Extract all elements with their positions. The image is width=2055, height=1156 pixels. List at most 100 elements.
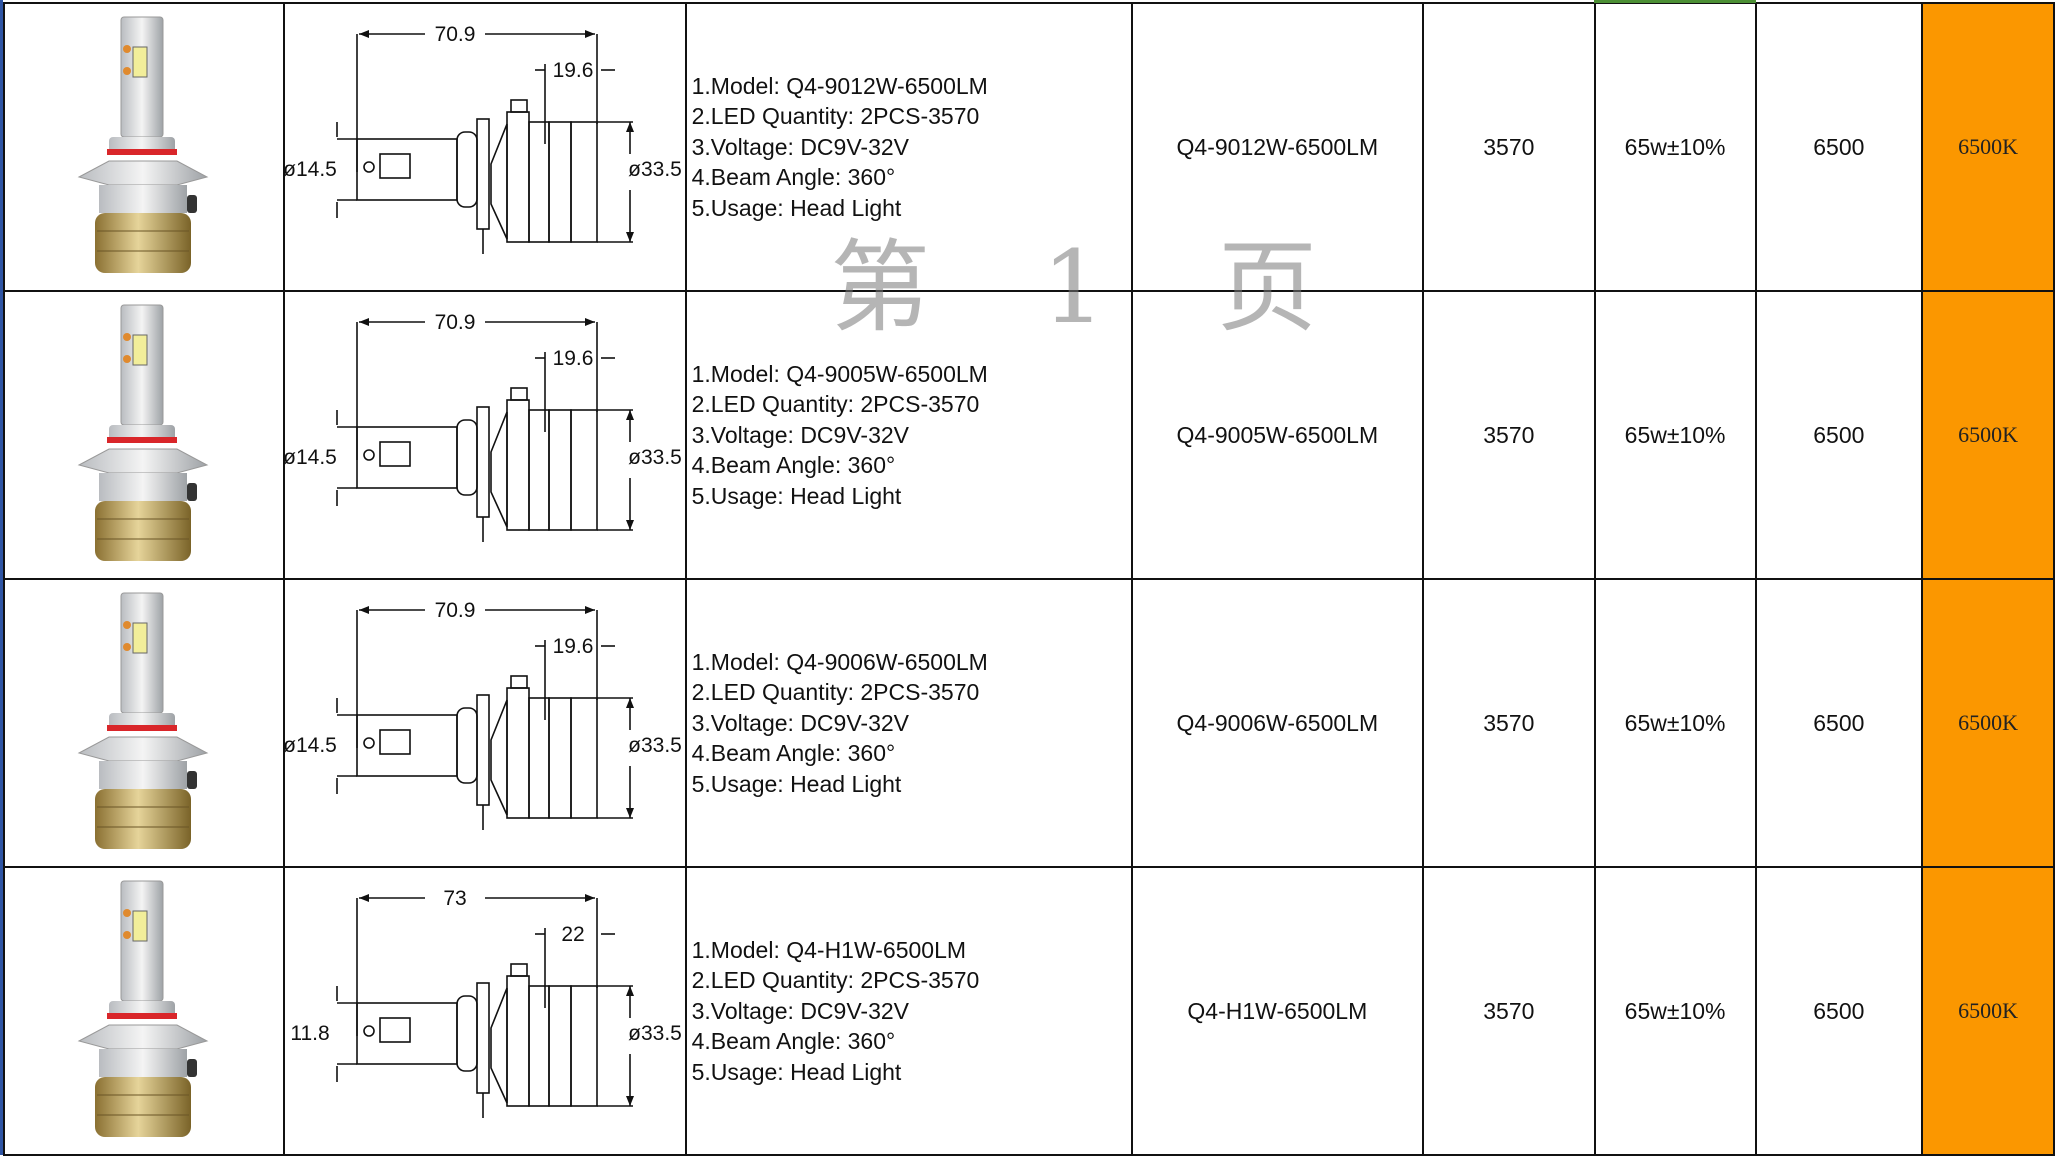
color-temp-cell[interactable]: 6500K [1921,290,2055,580]
model-value: Q4-H1W-6500LM [1187,997,1368,1024]
spec-line: 3.Voltage: DC9V-32V [691,133,909,160]
spec-line: 1.Model: Q4-9012W-6500LM [691,72,988,99]
spec-line: 5.Usage: Head Light [691,194,902,221]
lumen-value: 6500 [1813,709,1865,736]
spec-line: 4.Beam Angle: 360° [691,740,896,767]
power-cell[interactable]: 65w±10% [1593,2,1757,292]
length-dimension: 70.9 [434,23,475,46]
product-table: 70.9 19.6 ø14.5 ø33.5 1.Model: Q4-9012W-… [3,2,2055,1156]
cell-selection-indicator [1594,0,1756,3]
spec-line: 4.Beam Angle: 360° [691,1028,896,1055]
dimension-drawing: 70.9 19.6 ø14.5 ø33.5 [283,23,682,254]
spec-line: 3.Voltage: DC9V-32V [691,421,909,448]
product-photo-cell[interactable] [3,866,285,1156]
model-cell[interactable]: Q4-9006W-6500LM [1130,578,1425,868]
spec-list-cell[interactable]: 1.Model: Q4-9012W-6500LM 2.LED Quantity: … [684,2,1133,292]
head-length-dimension: 19.6 [552,59,593,82]
dimension-drawing-cell[interactable]: 70.9 19.6 ø14.5 ø33.5 [282,290,687,580]
color-temp-cell[interactable]: 6500K [1921,578,2055,868]
led-value: 3570 [1483,133,1535,160]
spec-line: 2.LED Quantity: 2PCS-3570 [691,391,980,418]
table-row: 70.9 19.6 ø14.5 ø33.5 1.Model: Q4-9006W-… [3,578,2055,868]
led-bulb-photo [77,304,209,561]
spec-line: 4.Beam Angle: 360° [691,452,896,479]
spec-line: 3.Voltage: DC9V-32V [691,997,909,1024]
table-row: 70.9 19.6 ø14.5 ø33.5 1.Model: Q4-9005W-… [3,290,2055,580]
product-photo-cell[interactable] [3,578,285,868]
led-cell[interactable]: 3570 [1422,578,1596,868]
head-length-dimension: 22 [561,923,584,946]
small-diameter-dimension: ø14.5 [285,446,337,469]
model-cell[interactable]: Q4-9005W-6500LM [1130,290,1425,580]
lumen-cell[interactable]: 6500 [1754,2,1924,292]
spec-line: 4.Beam Angle: 360° [691,164,896,191]
big-diameter-dimension: ø33.5 [628,158,682,181]
spec-line: 1.Model: Q4-9005W-6500LM [691,360,988,387]
led-bulb-photo [77,592,209,849]
big-diameter-dimension: ø33.5 [628,446,682,469]
spec-line: 1.Model: Q4-9006W-6500LM [691,648,988,675]
spec-list-cell[interactable]: 1.Model: Q4-9006W-6500LM 2.LED Quantity: … [684,578,1133,868]
lumen-cell[interactable]: 6500 [1754,290,1924,580]
led-bulb-photo [77,880,209,1137]
big-diameter-dimension: ø33.5 [628,1022,682,1045]
led-cell[interactable]: 3570 [1422,2,1596,292]
model-cell[interactable]: Q4-H1W-6500LM [1130,866,1425,1156]
color-temp-cell[interactable]: 6500K [1921,866,2055,1156]
power-cell[interactable]: 65w±10% [1593,578,1757,868]
big-diameter-dimension: ø33.5 [628,734,682,757]
color-temp-cell[interactable]: 6500K [1921,2,2055,292]
dimension-drawing: 73 22 11.8 ø33.5 [290,887,682,1118]
color-temp-value: 6500K [1958,134,2019,159]
spec-list-cell[interactable]: 1.Model: Q4-H1W-6500LM 2.LED Quantity: 2P… [684,866,1133,1156]
power-value: 65w±10% [1624,421,1726,448]
table-row: 70.9 19.6 ø14.5 ø33.5 1.Model: Q4-9012W-… [3,2,2055,292]
led-cell[interactable]: 3570 [1422,290,1596,580]
color-temp-value: 6500K [1958,710,2019,735]
power-cell[interactable]: 65w±10% [1593,290,1757,580]
spec-line: 2.LED Quantity: 2PCS-3570 [691,103,980,130]
spec-line: 5.Usage: Head Light [691,482,902,509]
led-value: 3570 [1483,709,1535,736]
length-dimension: 70.9 [434,599,475,622]
dimension-drawing-cell[interactable]: 73 22 11.8 ø33.5 [282,866,687,1156]
length-dimension: 73 [443,887,466,910]
power-value: 65w±10% [1624,133,1726,160]
lumen-value: 6500 [1813,421,1865,448]
spec-list-cell[interactable]: 1.Model: Q4-9005W-6500LM 2.LED Quantity: … [684,290,1133,580]
dimension-drawing: 70.9 19.6 ø14.5 ø33.5 [283,311,682,542]
small-diameter-dimension: 11.8 [290,1022,329,1045]
spec-line: 5.Usage: Head Light [691,1058,902,1085]
model-cell[interactable]: Q4-9012W-6500LM [1130,2,1425,292]
led-cell[interactable]: 3570 [1422,866,1596,1156]
color-temp-value: 6500K [1958,998,2019,1023]
color-temp-value: 6500K [1958,422,2019,447]
lumen-cell[interactable]: 6500 [1754,578,1924,868]
spec-line: 5.Usage: Head Light [691,770,902,797]
spec-line: 1.Model: Q4-H1W-6500LM [691,936,967,963]
lumen-value: 6500 [1813,997,1865,1024]
dimension-drawing: 70.9 19.6 ø14.5 ø33.5 [283,599,682,830]
product-photo-cell[interactable] [3,2,285,292]
model-value: Q4-9006W-6500LM [1176,709,1379,736]
head-length-dimension: 19.6 [552,635,593,658]
product-photo-cell[interactable] [3,290,285,580]
spec-line: 2.LED Quantity: 2PCS-3570 [691,967,980,994]
small-diameter-dimension: ø14.5 [285,734,337,757]
lumen-value: 6500 [1813,133,1865,160]
spec-line: 3.Voltage: DC9V-32V [691,709,909,736]
power-value: 65w±10% [1624,709,1726,736]
power-cell[interactable]: 65w±10% [1593,866,1757,1156]
head-length-dimension: 19.6 [552,347,593,370]
lumen-cell[interactable]: 6500 [1754,866,1924,1156]
model-value: Q4-9005W-6500LM [1176,421,1379,448]
model-value: Q4-9012W-6500LM [1176,133,1379,160]
small-diameter-dimension: ø14.5 [285,158,337,181]
dimension-drawing-cell[interactable]: 70.9 19.6 ø14.5 ø33.5 [282,2,687,292]
table-row: 73 22 11.8 ø33.5 1.Model: Q4-H1W-6500LM 2… [3,866,2055,1156]
led-value: 3570 [1483,997,1535,1024]
dimension-drawing-cell[interactable]: 70.9 19.6 ø14.5 ø33.5 [282,578,687,868]
sheet-left-border [0,0,3,1155]
spec-line: 2.LED Quantity: 2PCS-3570 [691,679,980,706]
length-dimension: 70.9 [434,311,475,334]
